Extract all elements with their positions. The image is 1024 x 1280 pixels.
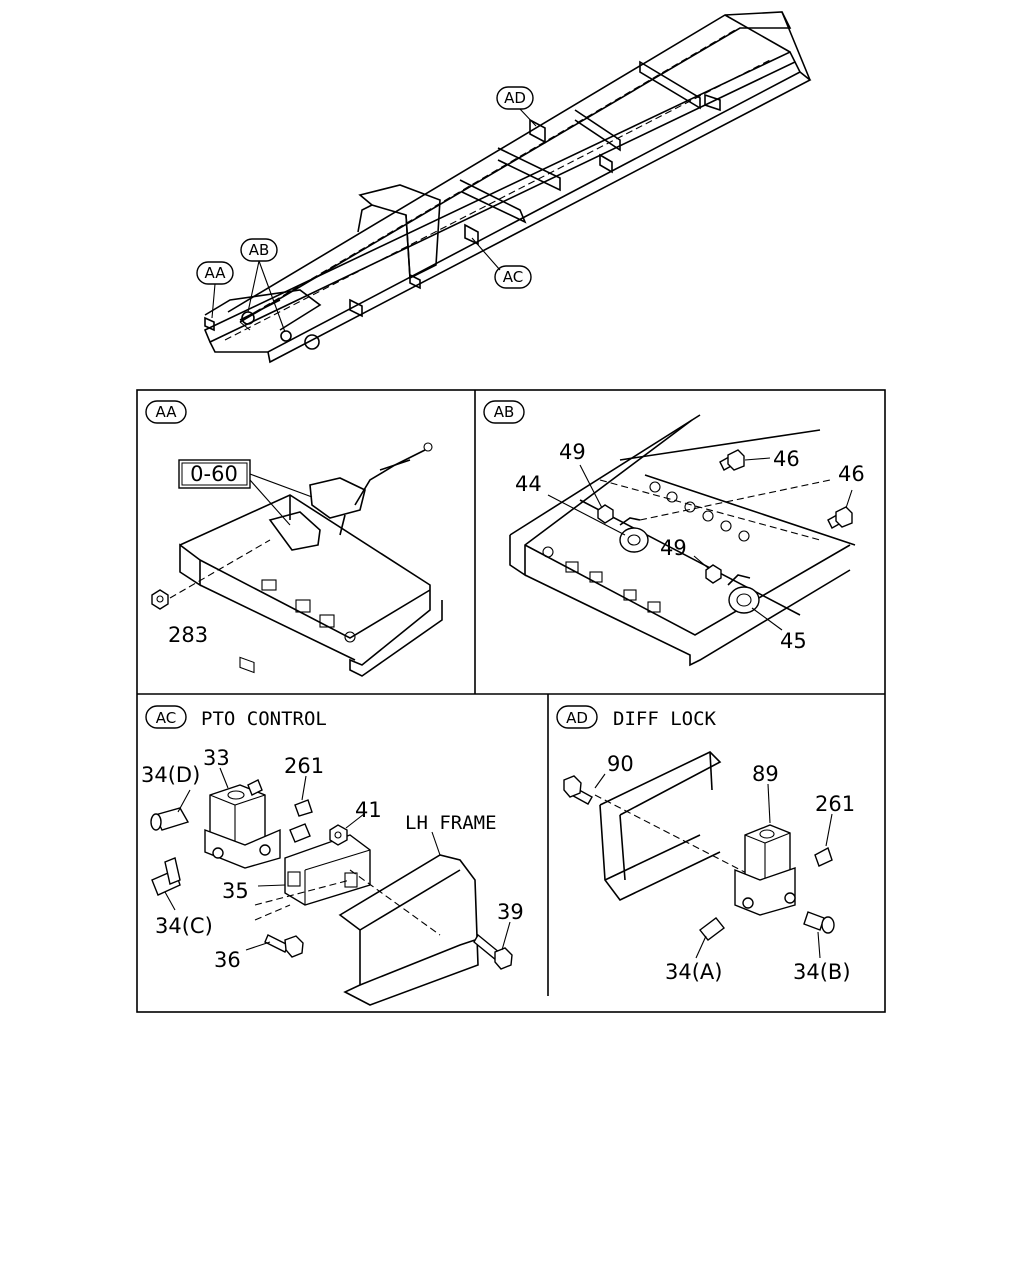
svg-text:90: 90 bbox=[607, 752, 634, 776]
svg-text:AB: AB bbox=[494, 403, 515, 421]
svg-text:49: 49 bbox=[559, 440, 586, 464]
svg-text:36: 36 bbox=[214, 948, 241, 972]
svg-text:35: 35 bbox=[222, 879, 249, 903]
svg-text:34(D): 34(D) bbox=[141, 763, 200, 787]
svg-text:AC: AC bbox=[503, 268, 523, 286]
chassis-overview: AA AB AC AD bbox=[196, 11, 812, 364]
svg-text:39: 39 bbox=[497, 900, 524, 924]
svg-text:261: 261 bbox=[284, 754, 324, 778]
svg-text:DIFF LOCK: DIFF LOCK bbox=[613, 708, 717, 730]
callout-ac: AC bbox=[471, 237, 532, 289]
svg-text:AB: AB bbox=[249, 241, 270, 259]
svg-text:33: 33 bbox=[203, 746, 230, 770]
svg-text:AA: AA bbox=[205, 264, 227, 282]
callout-ad: AD bbox=[496, 86, 537, 127]
svg-text:89: 89 bbox=[752, 762, 779, 786]
svg-text:283: 283 bbox=[168, 623, 208, 647]
panel-aa: AA 283 0-60 bbox=[145, 400, 443, 677]
panel-ab: AB bbox=[483, 400, 865, 667]
detail-frame bbox=[136, 389, 886, 1013]
svg-text:45: 45 bbox=[780, 629, 807, 653]
panel-ac: AC PTO CONTROL bbox=[141, 705, 524, 1006]
svg-text:AD: AD bbox=[566, 709, 588, 727]
svg-text:49: 49 bbox=[660, 536, 687, 560]
svg-text:44: 44 bbox=[515, 472, 542, 496]
svg-text:261: 261 bbox=[815, 792, 855, 816]
svg-text:34(B): 34(B) bbox=[793, 960, 851, 984]
svg-text:AD: AD bbox=[504, 89, 526, 107]
svg-text:41: 41 bbox=[355, 798, 382, 822]
svg-text:46: 46 bbox=[838, 462, 865, 486]
svg-text:46: 46 bbox=[773, 447, 800, 471]
svg-text:34(A): 34(A) bbox=[665, 960, 722, 984]
svg-text:AA: AA bbox=[156, 403, 178, 421]
svg-text:PTO CONTROL: PTO CONTROL bbox=[201, 708, 327, 730]
panel-ad: AD DIFF LOCK 90 89 261 34(A) bbox=[556, 705, 855, 984]
callout-ab: AB bbox=[240, 238, 286, 333]
svg-text:0-60: 0-60 bbox=[190, 462, 238, 486]
callout-aa: AA bbox=[196, 261, 234, 319]
ref-box-0-60: 0-60 bbox=[178, 459, 313, 526]
svg-text:34(C): 34(C) bbox=[155, 914, 213, 938]
svg-text:LH FRAME: LH FRAME bbox=[405, 812, 497, 834]
svg-text:AC: AC bbox=[156, 709, 176, 727]
